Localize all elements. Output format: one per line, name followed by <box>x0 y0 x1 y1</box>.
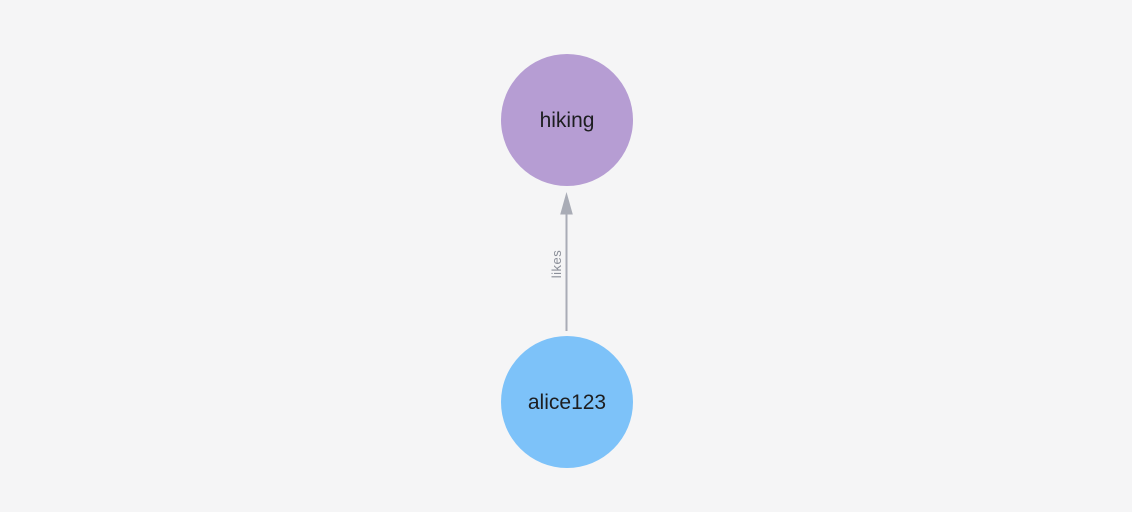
node-circle-alice123[interactable] <box>501 336 633 468</box>
node-circle-hiking[interactable] <box>501 54 633 186</box>
edge-label: likes <box>549 250 564 279</box>
node-alice123[interactable]: alice123 <box>501 336 633 468</box>
edge-arrowhead-icon <box>560 192 573 215</box>
node-hiking[interactable]: hiking <box>501 54 633 186</box>
edge-likes[interactable]: likes <box>549 192 573 331</box>
